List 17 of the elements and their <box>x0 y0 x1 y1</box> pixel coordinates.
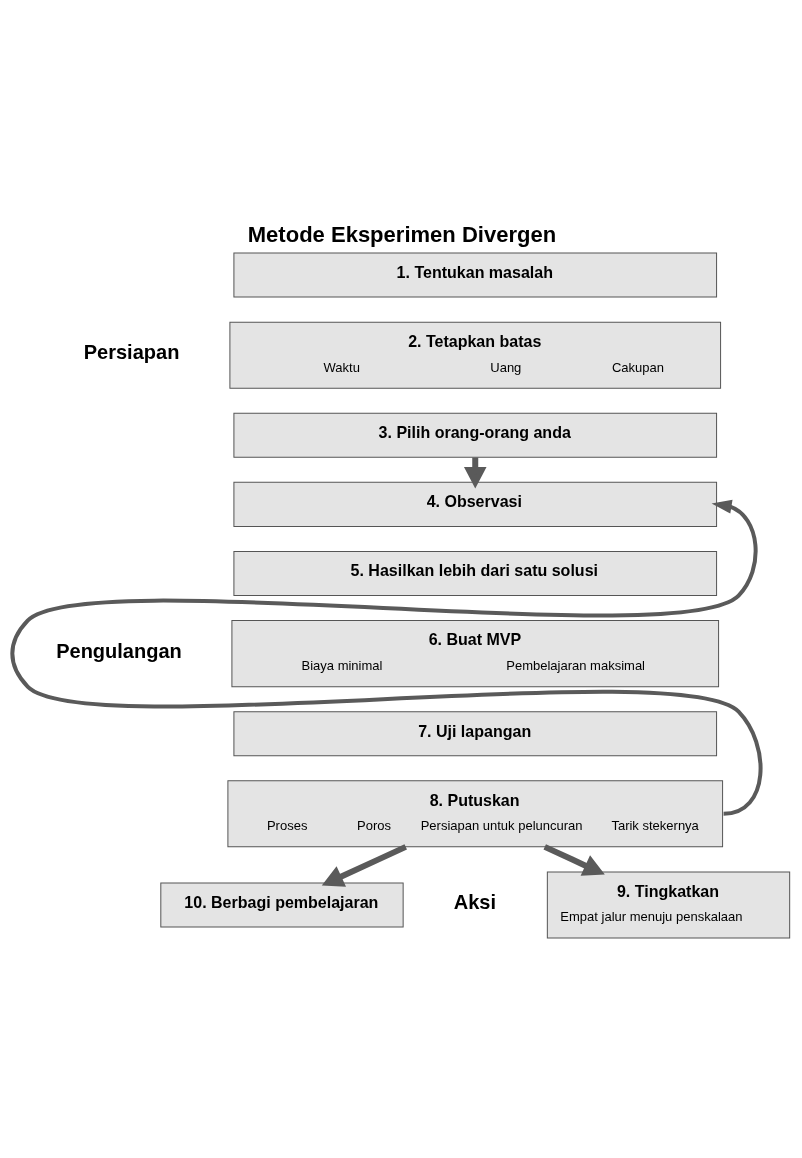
node-box: 7. Uji lapangan <box>233 710 718 756</box>
node-box: 8. Putuskan Proses Poros Persiapan untuk peluncuran Tarik stekernya <box>227 779 724 847</box>
arrow <box>10 499 763 816</box>
label: Persiapan <box>83 340 180 363</box>
node-box: 6. Buat MVP Biaya minimal Pembelajaran maksimal <box>231 619 720 687</box>
arrow <box>543 843 605 876</box>
node-box: 9. Tingkatkan Empat jalur menuju penskalaan <box>546 870 791 938</box>
node-box: 4. Observasi <box>233 481 718 527</box>
label: Pengulangan <box>56 639 182 662</box>
diagram-title: Metode Eksperimen Divergen <box>247 221 557 247</box>
node-box: 3. Pilih orang-orang anda <box>233 412 718 458</box>
node-box: 2. Tetapkan batas Waktu Uang Cakupan <box>229 321 722 389</box>
label: Aksi <box>453 890 496 913</box>
node-box: 10. Berbagi pembelajaran <box>160 881 404 927</box>
node-box: 1. Tentukan masalah <box>233 252 718 298</box>
arrow <box>321 843 407 887</box>
node-box: 5. Hasilkan lebih dari satu solusi <box>233 550 718 596</box>
